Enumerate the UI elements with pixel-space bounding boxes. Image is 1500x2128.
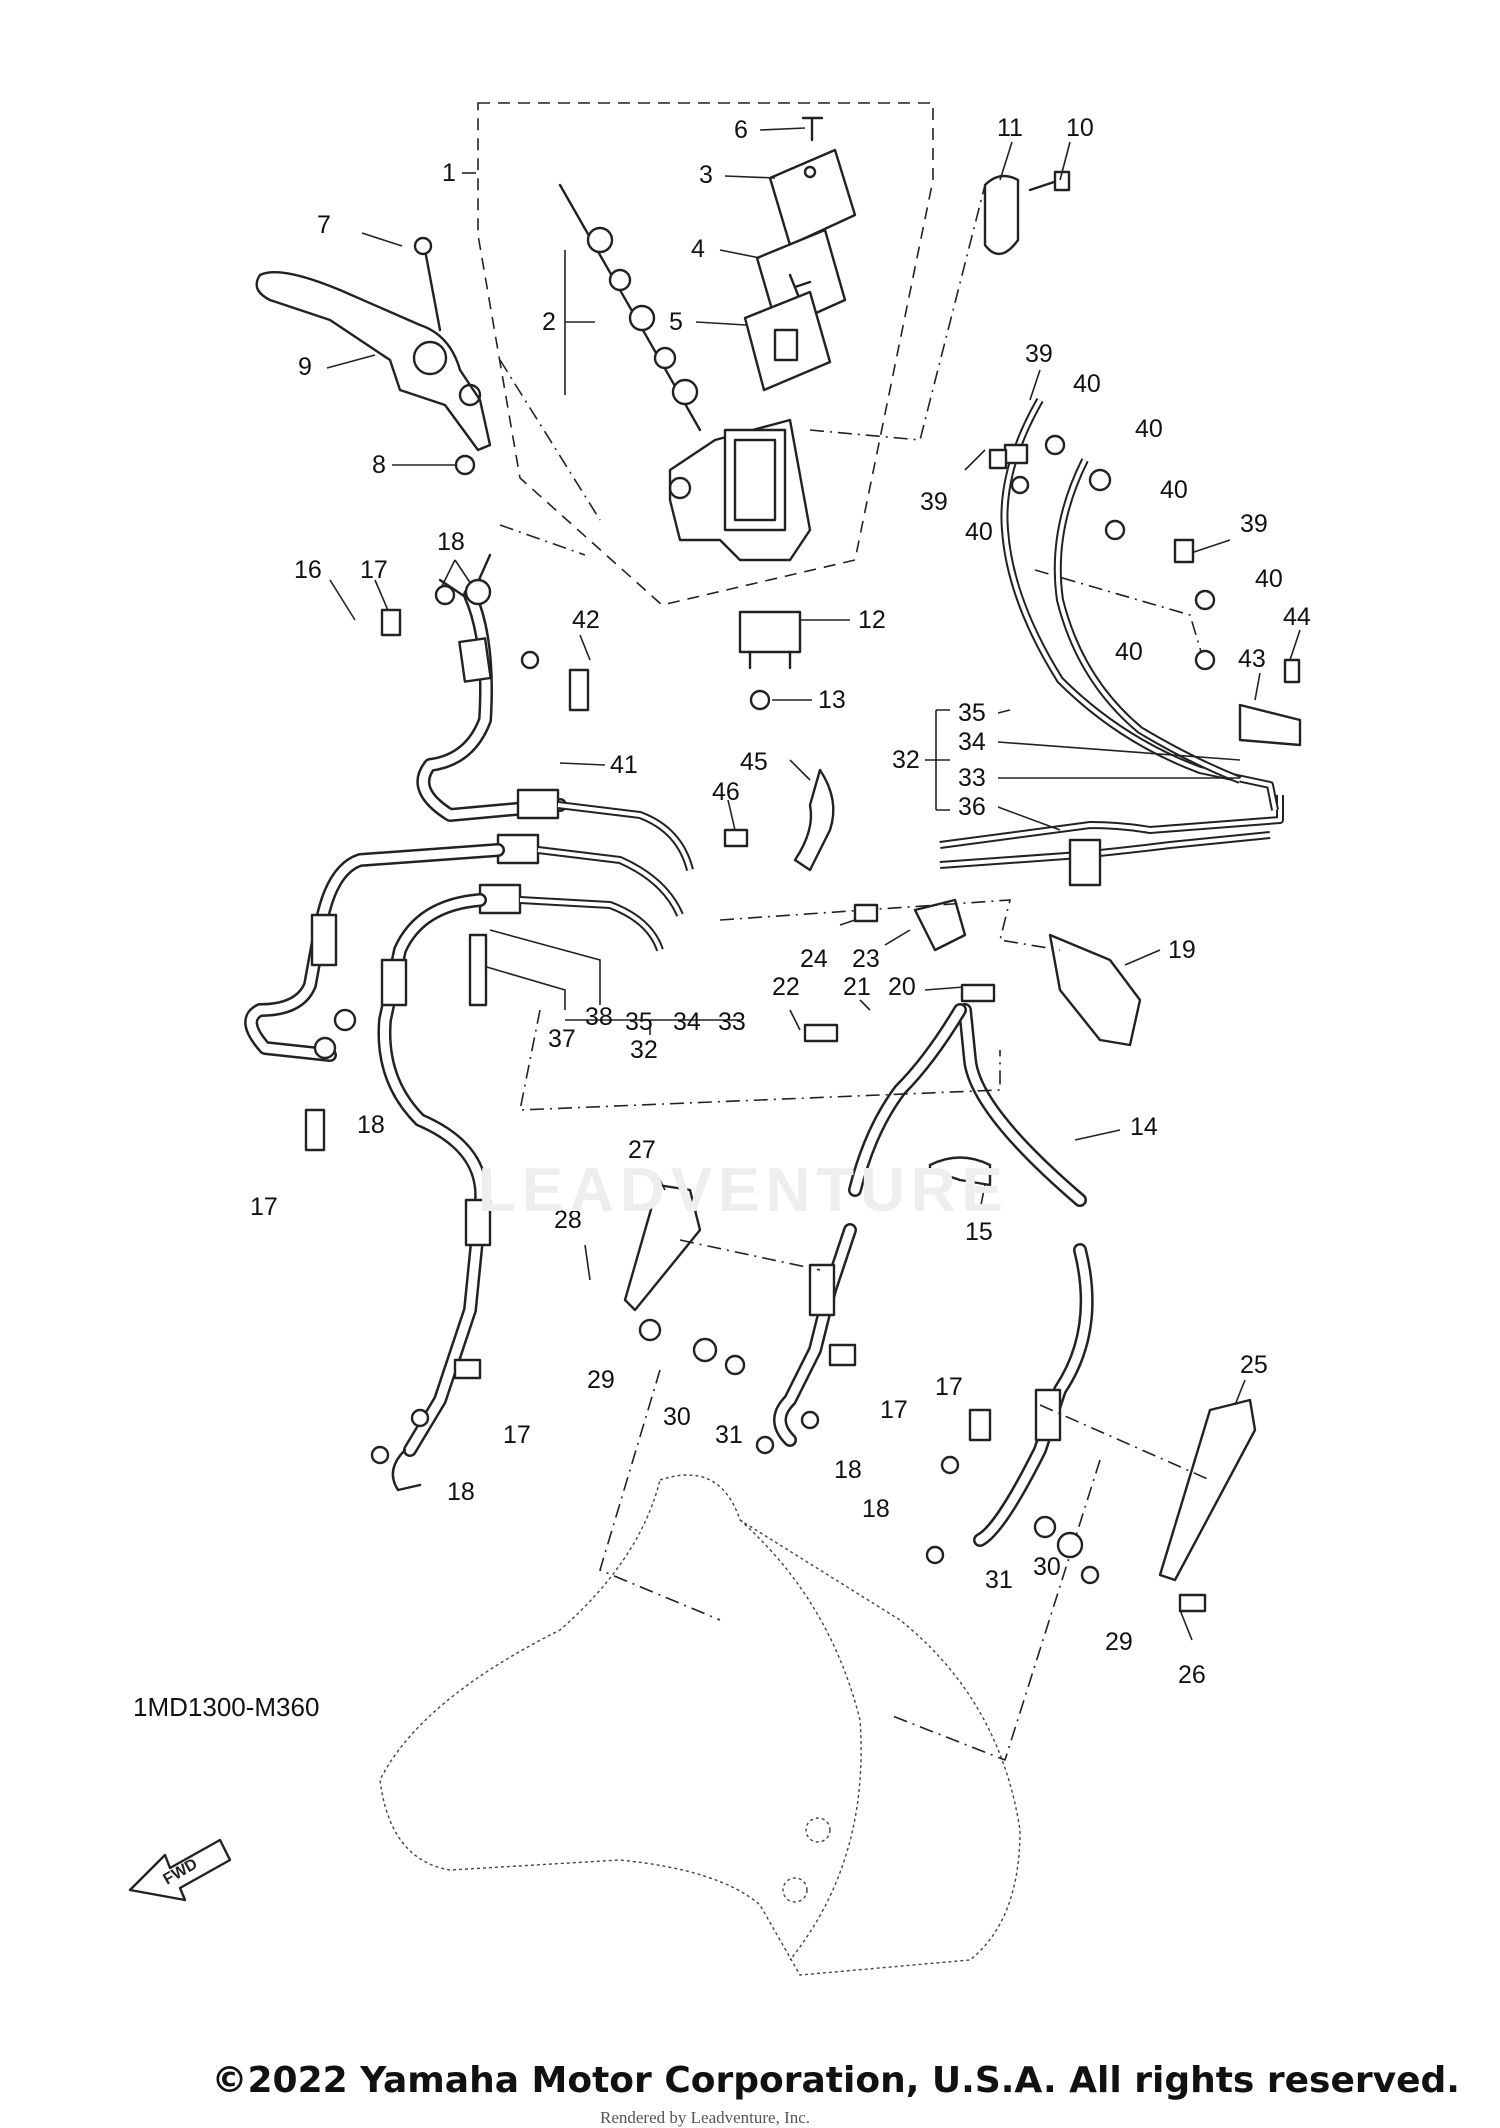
callout-3: 3 — [699, 161, 713, 189]
callout-23: 23 — [852, 945, 880, 973]
callout-29b: 29 — [1105, 1628, 1133, 1656]
callout-40f: 40 — [1115, 638, 1143, 666]
brake-hose-left — [244, 843, 505, 1492]
callout-1: 1 — [442, 159, 456, 187]
callout-11: 11 — [997, 114, 1023, 142]
callout-6: 6 — [734, 116, 748, 144]
callout-26: 26 — [1178, 1661, 1206, 1689]
callout-30b: 30 — [1033, 1553, 1061, 1581]
callout-35b: 35 — [625, 1008, 653, 1036]
brake-pipe-joints — [478, 788, 694, 952]
callout-32b: 32 — [630, 1036, 658, 1064]
callout-18c: 18 — [447, 1478, 475, 1506]
front-brake-switch — [738, 610, 802, 711]
callout-18a: 18 — [437, 528, 465, 556]
callout-38: 38 — [585, 1003, 613, 1031]
callout-13: 13 — [818, 686, 846, 714]
callout-37: 37 — [548, 1025, 576, 1053]
callout-29a: 29 — [587, 1366, 615, 1394]
callout-20: 20 — [888, 973, 916, 1001]
copyright-notice: ©2022 Yamaha Motor Corporation, U.S.A. A… — [211, 2060, 1461, 2101]
callout-10: 10 — [1066, 114, 1094, 142]
callout-34a: 34 — [958, 728, 986, 756]
washers-bolts — [304, 434, 1301, 1613]
brake-hoses-right — [773, 1003, 1094, 1547]
callout-22: 22 — [772, 973, 800, 1001]
callout-35a: 35 — [958, 699, 986, 727]
brake-lever — [255, 236, 492, 476]
callout-44: 44 — [1283, 603, 1311, 631]
callout-17a: 17 — [360, 556, 388, 584]
callout-40a: 40 — [1073, 370, 1101, 398]
callout-27: 27 — [628, 1136, 656, 1164]
callout-17e: 17 — [935, 1373, 963, 1401]
callout-4: 4 — [691, 235, 705, 263]
callout-17d: 17 — [880, 1396, 908, 1424]
callout-24: 24 — [800, 945, 828, 973]
front-fender — [379, 1474, 1021, 1976]
fwd-arrow-icon: FWD — [128, 1838, 232, 1902]
callouts: 1 2 3 4 5 6 7 8 9 10 11 12 13 14 15 16 1… — [250, 114, 1311, 1689]
callout-19: 19 — [1168, 936, 1196, 964]
callout-39a: 39 — [1025, 340, 1053, 368]
callout-45: 45 — [740, 748, 768, 776]
callout-9: 9 — [298, 353, 312, 381]
rendered-by-credit: Rendered by Leadventure, Inc. — [600, 2108, 811, 2127]
piston-kit — [558, 183, 702, 432]
callout-8: 8 — [372, 451, 386, 479]
master-cylinder-holder — [983, 170, 1071, 255]
brake-pipes-long — [939, 398, 1284, 887]
callout-28: 28 — [554, 1206, 582, 1234]
callout-39b: 39 — [920, 488, 948, 516]
callout-18b: 18 — [357, 1111, 385, 1139]
assembly-lines — [499, 184, 1211, 1762]
callout-40e: 40 — [1255, 565, 1283, 593]
callout-40b: 40 — [1135, 415, 1163, 443]
callout-32a: 32 — [892, 746, 920, 774]
callout-31a: 31 — [715, 1421, 743, 1449]
callout-16: 16 — [294, 556, 322, 584]
callout-14: 14 — [1130, 1113, 1158, 1141]
callout-36: 36 — [958, 793, 986, 821]
callout-33b: 33 — [718, 1008, 746, 1036]
callout-2: 2 — [542, 308, 556, 336]
diagram-code: 1MD1300-M360 — [133, 1692, 320, 1722]
callout-46: 46 — [712, 778, 740, 806]
reservoir-cap-diaphragm-stack — [743, 116, 857, 392]
callout-39c: 39 — [1240, 510, 1268, 538]
watermark-text: LEADVENTURE — [478, 1156, 1010, 1225]
callout-42: 42 — [572, 606, 600, 634]
master-cylinder-body — [668, 418, 812, 562]
callout-21: 21 — [843, 973, 871, 1001]
hose-brackets — [623, 703, 1302, 1582]
callout-34b: 34 — [673, 1008, 701, 1036]
callout-18d: 18 — [834, 1456, 862, 1484]
callout-40d: 40 — [965, 518, 993, 546]
callout-18e: 18 — [862, 1495, 890, 1523]
master-cylinder-kit-boundary — [477, 102, 934, 606]
callout-12: 12 — [858, 606, 886, 634]
callout-31b: 31 — [985, 1566, 1013, 1594]
callout-40c: 40 — [1160, 476, 1188, 504]
callout-41: 41 — [610, 751, 638, 779]
callout-17c: 17 — [503, 1421, 531, 1449]
callout-17b: 17 — [250, 1193, 278, 1221]
callout-33a: 33 — [958, 764, 986, 792]
callout-15: 15 — [965, 1218, 993, 1246]
brake-hose-upper — [416, 553, 567, 822]
callout-25: 25 — [1240, 1351, 1268, 1379]
callout-30a: 30 — [663, 1403, 691, 1431]
callout-43: 43 — [1238, 645, 1266, 673]
callout-5: 5 — [669, 308, 683, 336]
callout-7: 7 — [317, 211, 331, 239]
